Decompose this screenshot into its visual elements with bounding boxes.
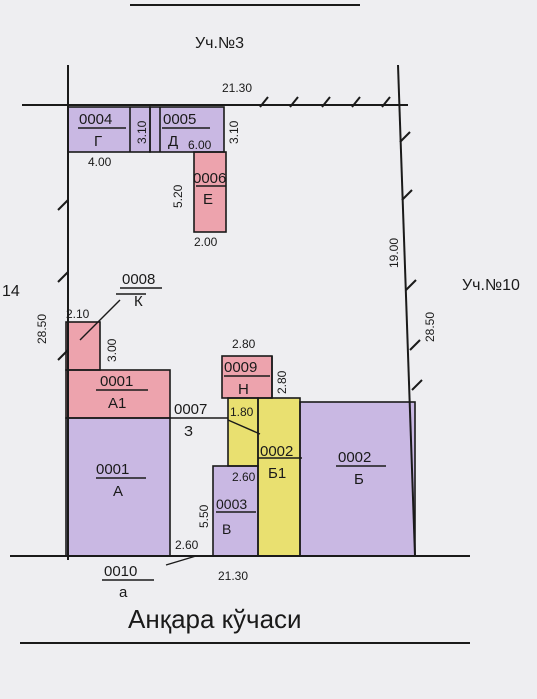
room-d-letter: Д xyxy=(168,133,178,150)
dim-right-upper: 19.00 xyxy=(387,238,401,268)
room-b-number: 0002 xyxy=(338,449,371,466)
dim-right-depth: 28.50 xyxy=(423,312,437,342)
room-a1-letter: А1 xyxy=(108,395,126,412)
dim-n-width: 2.80 xyxy=(232,337,256,351)
room-a-number: 0001 xyxy=(96,461,129,478)
room-underlines xyxy=(78,127,386,513)
room-d-fill xyxy=(150,107,224,152)
room-g-number: 0004 xyxy=(79,111,112,128)
dim-d-height: 3.10 xyxy=(227,120,241,144)
dim-k-height: 3.00 xyxy=(105,338,119,362)
room-n-letter: Н xyxy=(238,381,249,398)
dim-d-width: 6.00 xyxy=(188,138,212,152)
room-b-letter: Б xyxy=(354,471,364,488)
room-b1-fill xyxy=(258,398,300,556)
room-v-fill xyxy=(213,466,258,556)
room-k-letter: К xyxy=(134,293,143,310)
room-n-fill xyxy=(222,356,272,398)
dim-z-width: 1.80 xyxy=(230,405,254,419)
right-neighbor-label: Уч.№10 xyxy=(462,277,520,294)
dim-a-gap: 2.60 xyxy=(175,538,199,552)
dim-left-depth: 28.50 xyxy=(35,314,49,344)
room-a-fill xyxy=(66,418,170,556)
dim-e-width: 2.00 xyxy=(194,235,218,249)
room-e-fill xyxy=(194,152,226,232)
boundary-hatches xyxy=(57,96,423,391)
street-label: Анқара кўчаси xyxy=(128,604,302,634)
room-b-fill xyxy=(300,402,415,556)
room-v-letter: В xyxy=(222,521,231,537)
property-boundary xyxy=(10,64,470,644)
dim-top-width: 21.30 xyxy=(222,81,252,95)
room-a-letter: А xyxy=(113,483,123,500)
room-z-letter: З xyxy=(184,423,193,440)
top-neighbor-label: Уч.№3 xyxy=(195,35,244,52)
room-e-number: 0006 xyxy=(193,170,226,187)
left-neighbor-label: 14 xyxy=(2,283,20,300)
room-k-fill xyxy=(66,322,100,370)
dim-g-width: 4.00 xyxy=(88,155,112,169)
room-aa-number: 0010 xyxy=(104,563,137,580)
room-a1-number: 0001 xyxy=(100,373,133,390)
room-z-number: 0007 xyxy=(174,401,207,418)
dim-v-height: 5.50 xyxy=(197,504,211,528)
room-b1-letter: Б1 xyxy=(268,465,286,482)
dim-n-height: 2.80 xyxy=(275,370,289,394)
dim-bottom-width: 21.30 xyxy=(218,569,248,583)
room-b1-number: 0002 xyxy=(260,443,293,460)
leader-lines xyxy=(79,293,261,581)
dim-k-width: 2.10 xyxy=(66,307,90,321)
room-g-letter: Г xyxy=(94,133,102,150)
dim-v-width: 2.60 xyxy=(232,470,256,484)
room-e-letter: Е xyxy=(203,191,213,208)
room-k-number: 0008 xyxy=(122,271,155,288)
dim-e-height: 5.20 xyxy=(171,184,185,208)
room-d-number: 0005 xyxy=(163,111,196,128)
dim-g-height: 3.10 xyxy=(135,120,149,144)
room-a1-fill xyxy=(66,370,170,418)
room-n-number: 0009 xyxy=(224,359,257,376)
room-v-number: 0003 xyxy=(216,496,247,512)
room-g-fill xyxy=(68,107,150,152)
room-aa-letter: а xyxy=(119,584,128,601)
